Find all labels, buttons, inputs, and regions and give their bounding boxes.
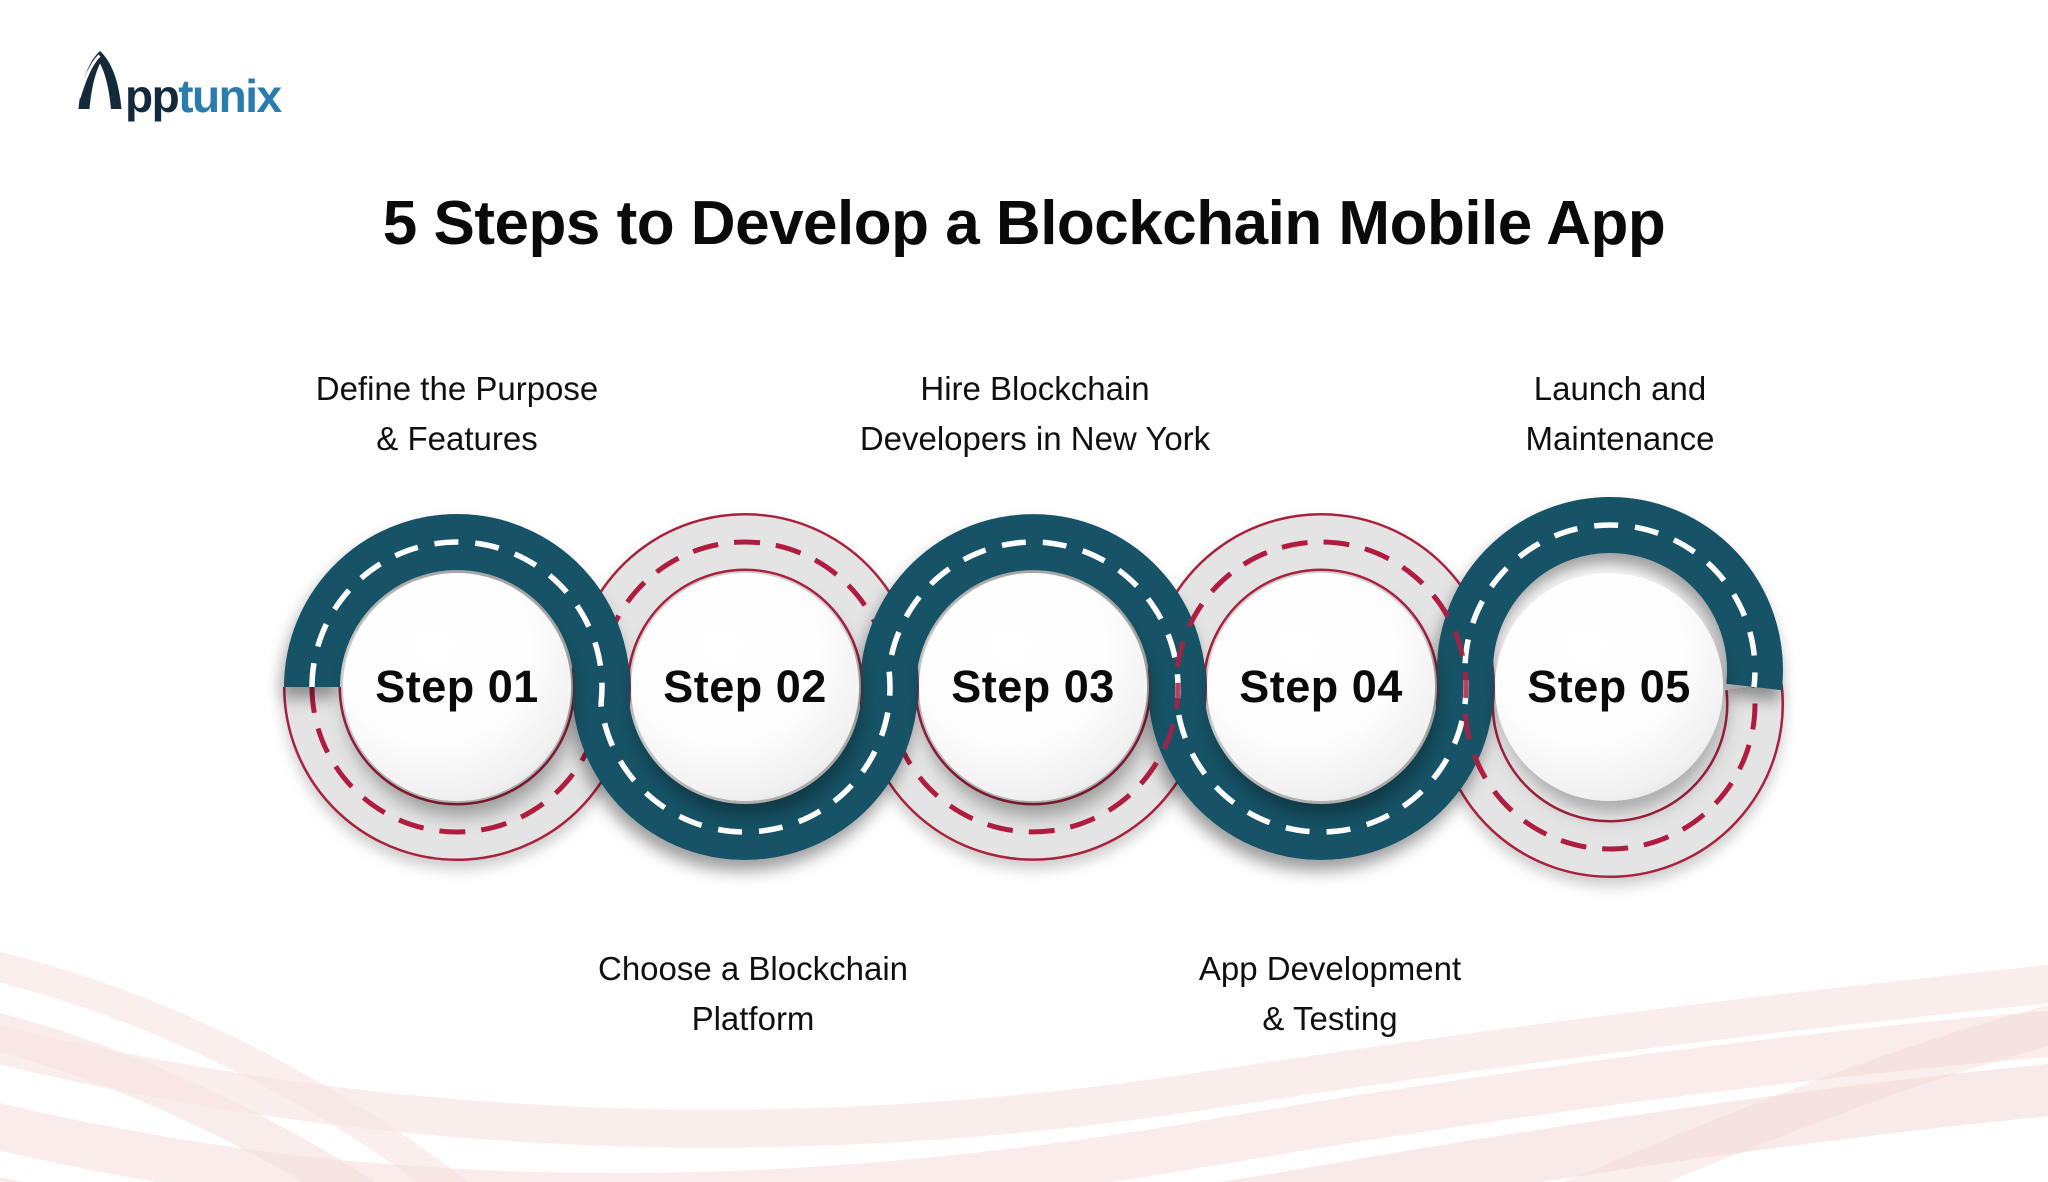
teal-road [284,497,1783,860]
step-circle [919,573,1147,801]
caption-line: Launch and [1533,370,1707,407]
step-circle [631,573,859,801]
step-label-2: Step 02 [663,661,827,712]
caption-line: Developers in New York [859,420,1211,457]
teal-road-dashes [309,522,1758,835]
step-circle [1495,573,1723,801]
step-caption-4: App Development & Testing [1090,944,1570,1044]
step-label-5: Step 05 [1527,661,1691,712]
caption-line: Hire Blockchain [920,370,1150,407]
caption-line: App Development [1198,950,1462,987]
step-circle [343,573,571,801]
caption-line: & Features [376,420,538,457]
step-caption-2: Choose a Blockchain Platform [513,944,993,1044]
step-circle [1207,573,1435,801]
brand-text-accent: tunix [178,70,282,122]
caption-line: Define the Purpose [315,370,599,407]
step-caption-3: Hire Blockchain Developers in New York [795,364,1275,464]
brand-logo: pptunix [76,50,282,122]
decorative-waves [0,951,2048,1182]
step-label-3: Step 03 [951,661,1115,712]
step-label-1: Step 01 [375,661,539,712]
caption-line: Platform [691,1000,815,1037]
brand-text-dark: pp [125,70,180,122]
page-title: 5 Steps to Develop a Blockchain Mobile A… [382,189,1666,258]
apptunix-arch-icon [77,51,122,109]
step-circles [343,573,1723,801]
step-label-4: Step 04 [1239,661,1403,712]
step-caption-5: Launch and Maintenance [1380,364,1860,464]
brand-text: pptunix [125,70,282,122]
caption-line: Choose a Blockchain [597,950,909,987]
caption-line: Maintenance [1525,420,1715,457]
step-caption-1: Define the Purpose & Features [217,364,697,464]
caption-line: & Testing [1262,1000,1398,1037]
